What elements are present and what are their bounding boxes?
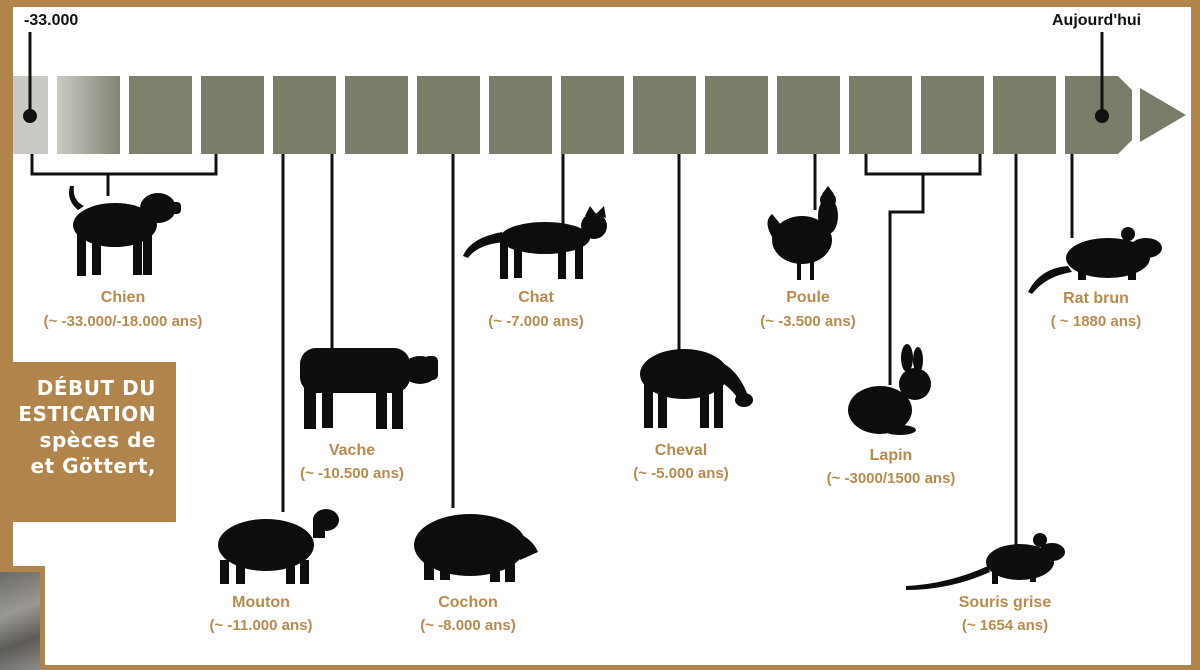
connector-lapin <box>866 154 980 174</box>
date-lapin: (~ -3000/1500 ans) <box>771 470 1011 487</box>
timeline-segment <box>705 76 768 154</box>
timeline-segment <box>201 76 264 154</box>
side-box-line: spèces de <box>40 428 156 452</box>
label-mouton: Mouton <box>141 594 381 612</box>
timeline-segment <box>633 76 696 154</box>
cow-icon <box>300 348 438 429</box>
cat-icon <box>463 206 607 279</box>
timeline-bar <box>13 76 1186 154</box>
date-mouton: (~ -11.000 ans) <box>141 617 381 634</box>
timeline-segment <box>561 76 624 154</box>
timeline-segment <box>57 76 120 154</box>
date-cheval: (~ -5.000 ans) <box>561 465 801 482</box>
date-chien: (~ -33.000/-18.000 ans) <box>3 313 243 330</box>
timeline-segment <box>993 76 1056 154</box>
animal-silhouettes <box>69 186 1162 590</box>
timeline-arrow-head <box>1140 88 1186 142</box>
label-chat: Chat <box>416 289 656 307</box>
label-cheval: Cheval <box>561 442 801 460</box>
date-chat: (~ -7.000 ans) <box>416 313 656 330</box>
timeline-segment <box>273 76 336 154</box>
timeline-segment <box>921 76 984 154</box>
date-cochon: (~ -8.000 ans) <box>348 617 588 634</box>
side-box-line: et Göttert, <box>31 454 156 478</box>
date-souris: (~ 1654 ans) <box>885 617 1125 634</box>
timeline-segment <box>345 76 408 154</box>
photo-thumbnail <box>0 566 45 670</box>
timeline-segment <box>777 76 840 154</box>
label-lapin: Lapin <box>771 447 1011 465</box>
label-chien: Chien <box>3 289 243 307</box>
sheep-icon <box>218 509 339 584</box>
timeline-segment <box>417 76 480 154</box>
label-vache: Vache <box>232 442 472 460</box>
start-marker-dot <box>23 109 37 123</box>
hen-icon <box>767 186 838 280</box>
date-poule: (~ -3.500 ans) <box>688 313 928 330</box>
side-box-line: DÉBUT DU <box>37 376 156 400</box>
mouse-icon <box>906 533 1065 590</box>
timeline-segment <box>849 76 912 154</box>
pig-icon <box>414 514 538 582</box>
label-poule: Poule <box>688 289 928 307</box>
rat-icon <box>1028 227 1162 294</box>
end-label: Aujourd'hui <box>1052 12 1141 30</box>
label-rat: Rat brun <box>976 290 1200 308</box>
timeline-segment <box>489 76 552 154</box>
end-marker-dot <box>1095 109 1109 123</box>
side-box-line: ESTICATION <box>18 402 156 426</box>
connector-chien <box>32 154 216 174</box>
horse-icon <box>640 349 753 428</box>
date-vache: (~ -10.500 ans) <box>232 465 472 482</box>
side-info-box: DÉBUT DU ESTICATION spèces de et Göttert… <box>0 362 176 522</box>
date-rat: ( ~ 1880 ans) <box>976 313 1200 330</box>
label-souris: Souris grise <box>885 594 1125 612</box>
photo-image <box>0 572 40 670</box>
timeline-segment <box>129 76 192 154</box>
start-label: -33.000 <box>24 12 78 30</box>
dog-icon <box>69 186 181 276</box>
label-cochon: Cochon <box>348 594 588 612</box>
